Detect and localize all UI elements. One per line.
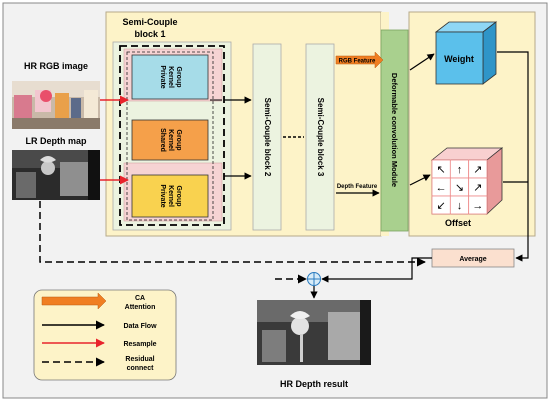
block3-label: Semi-Couple block 3 xyxy=(316,98,325,177)
kernel-dashed-inner xyxy=(126,51,214,221)
arrow-to-offset xyxy=(409,174,431,186)
average-label: Average xyxy=(459,256,486,263)
residual-lr-down xyxy=(39,201,426,267)
semi-couple-block-2 xyxy=(252,43,282,231)
private-kernel-top-label-3: Group xyxy=(175,67,182,88)
hr-rgb-image xyxy=(12,81,100,129)
lr-depth-map-label: LR Depth map xyxy=(25,136,87,146)
legend-resample-label: Resample xyxy=(123,341,156,348)
depth-feature-label: Depth Feature xyxy=(337,184,378,190)
offset-arrow-icon: ← xyxy=(436,182,447,194)
legend-residual-label-1: Residual xyxy=(125,356,154,363)
shared-kernel-label-1: Shared xyxy=(159,128,166,152)
private-kernel-group-bottom xyxy=(131,174,209,218)
private-kernel-top-label-1: Private xyxy=(159,65,166,88)
legend-ca-label-2: Attention xyxy=(125,304,156,311)
private-kernel-bottom-label-3: Group xyxy=(175,186,182,207)
offset-arrow-icon: ↗ xyxy=(473,164,482,176)
deformable-module-label: Deformable convolution Module xyxy=(390,73,399,187)
offset-arrow-icon: ↘ xyxy=(455,182,464,194)
offset-cell xyxy=(468,195,488,215)
private-kernel-bottom-label-2: Kernel xyxy=(167,185,174,207)
hr-rgb-image-label: HR RGB image xyxy=(24,61,88,71)
shared-kernel-label-2: Kernel xyxy=(167,129,174,151)
private-kernel-top-label-2: Kernel xyxy=(167,66,174,88)
arrow-to-weight xyxy=(409,53,435,71)
rgb-feature-ca-arrow xyxy=(335,51,384,69)
private-kernel-group-top xyxy=(131,54,209,100)
offset-arrow-icon: ↙ xyxy=(437,200,446,212)
block1-dashed-outer xyxy=(119,45,225,226)
offset-arrow-icon: ↖ xyxy=(437,164,446,176)
rgb-feature-label: RGB Feature xyxy=(339,59,376,65)
private-kernel-bottom-label-1: Private xyxy=(159,184,166,207)
offset-grid: ↖ ↑ ↗ ← ↘ ↗ ↙ ↓ → xyxy=(431,159,488,215)
weight-cube-front xyxy=(435,31,484,85)
hr-depth-result xyxy=(257,300,371,365)
shared-kernel-group xyxy=(131,119,209,161)
offset-arrow-icon: ↗ xyxy=(473,182,482,194)
weight-label: Weight xyxy=(444,54,474,64)
offset-arrow-icon: ↑ xyxy=(457,164,463,176)
semi-couple-block-3 xyxy=(305,43,335,231)
block1-title-line1: Semi-Couple xyxy=(122,17,177,27)
deformable-module xyxy=(380,29,409,232)
offset-arrow-icon: ↓ xyxy=(457,200,463,212)
hr-depth-result-label: HR Depth result xyxy=(280,379,348,389)
legend-ca-arrow-icon xyxy=(41,292,107,310)
offset-label: Offset xyxy=(445,218,471,228)
legend-residual-label-2: connect xyxy=(127,365,155,372)
lr-depth-map xyxy=(12,150,100,200)
shared-kernel-label-3: Group xyxy=(175,130,182,151)
block1-title-line2: block 1 xyxy=(134,29,165,39)
legend-dataflow-label: Data Flow xyxy=(123,323,157,330)
offset-arrow-icon: → xyxy=(472,200,483,212)
weight-cube-side xyxy=(482,21,497,85)
legend-ca-label-1: CA xyxy=(135,295,145,302)
legend-box xyxy=(33,289,177,381)
block2-label: Semi-Couple block 2 xyxy=(263,98,272,177)
weight-to-average-line xyxy=(497,51,529,262)
